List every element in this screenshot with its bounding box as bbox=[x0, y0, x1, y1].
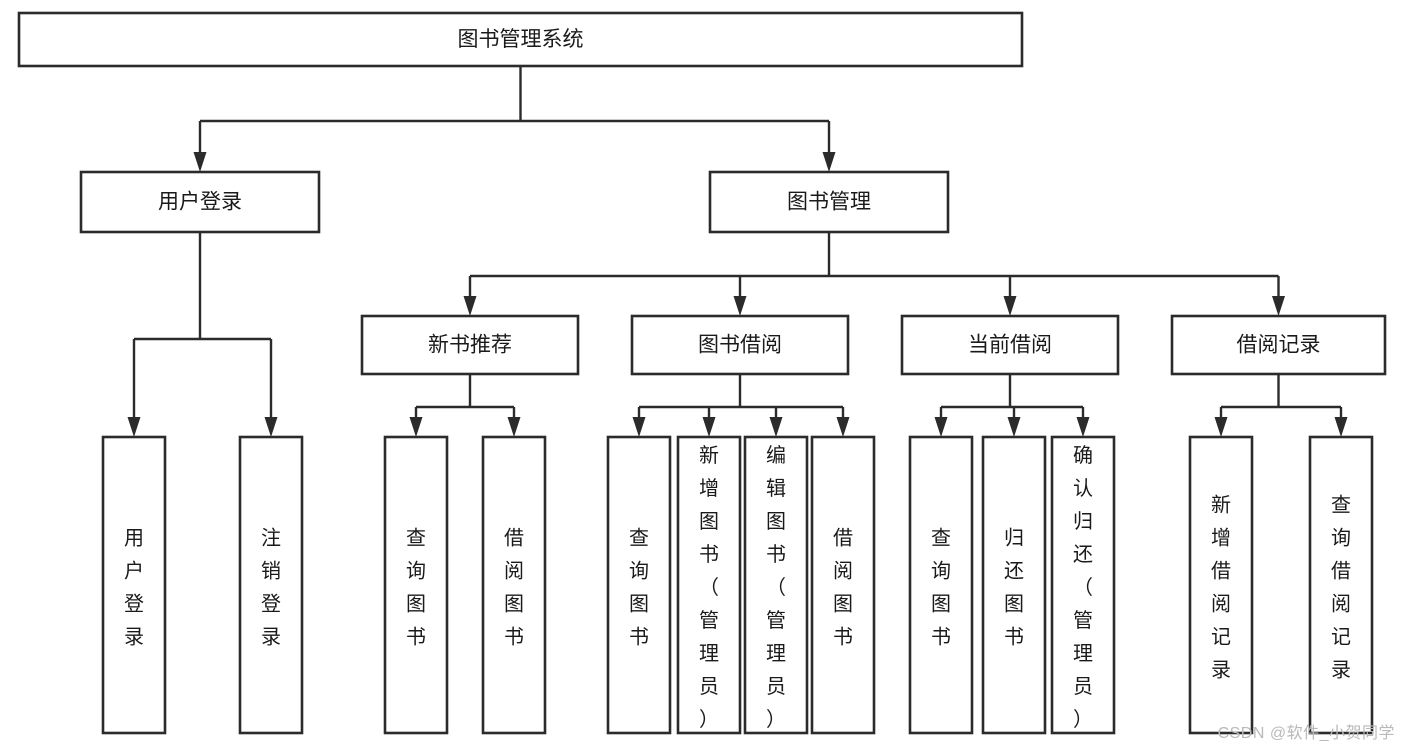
node-label: 查询借阅记录 bbox=[1331, 494, 1351, 682]
node-box[interactable] bbox=[101, 435, 167, 735]
arrow-head-icon bbox=[702, 417, 716, 437]
node-leaf-query-record[interactable]: 查询借阅记录 bbox=[1308, 435, 1374, 735]
node-leaf-return-book[interactable]: 归还图书 bbox=[981, 435, 1047, 735]
csdn-watermark: CSDN @软件_小贺同学 bbox=[1217, 725, 1395, 742]
arrow-head-icon bbox=[193, 152, 207, 172]
node-label: 查询图书 bbox=[629, 527, 649, 649]
node-box[interactable] bbox=[810, 435, 876, 735]
arrow-head-icon bbox=[769, 417, 783, 437]
node-current-borrow[interactable]: 当前借阅 bbox=[900, 314, 1120, 376]
node-box[interactable] bbox=[1188, 435, 1254, 735]
node-book-manage[interactable]: 图书管理 bbox=[708, 170, 950, 234]
node-box[interactable] bbox=[981, 435, 1047, 735]
node-label: 图书管理系统 bbox=[458, 28, 584, 51]
node-book-borrow[interactable]: 图书借阅 bbox=[630, 314, 850, 376]
arrow-head-icon bbox=[127, 417, 141, 437]
node-leaf-add-record[interactable]: 新增借阅记录 bbox=[1188, 435, 1254, 735]
node-box[interactable] bbox=[708, 170, 950, 234]
node-label: 确认归还（管理员） bbox=[1073, 444, 1093, 731]
node-label: 编辑图书（管理员） bbox=[766, 444, 786, 731]
nodes-layer: 图书管理系统用户登录图书管理新书推荐图书借阅当前借阅借阅记录用户登录注销登录查询… bbox=[17, 11, 1387, 735]
node-box[interactable] bbox=[1050, 435, 1116, 735]
arrow-head-icon bbox=[463, 296, 477, 316]
node-box[interactable] bbox=[481, 435, 547, 735]
node-label: 归还图书 bbox=[1004, 527, 1024, 649]
node-box[interactable] bbox=[383, 435, 449, 735]
node-label: 查询图书 bbox=[406, 527, 426, 649]
node-box[interactable] bbox=[17, 11, 1024, 68]
node-box[interactable] bbox=[630, 314, 850, 376]
arrow-head-icon bbox=[632, 417, 646, 437]
node-box[interactable] bbox=[908, 435, 974, 735]
node-label: 查询图书 bbox=[931, 527, 951, 649]
node-label: 图书借阅 bbox=[698, 334, 782, 357]
node-box[interactable] bbox=[1308, 435, 1374, 735]
node-leaf-add-book[interactable]: 新增图书（管理员） bbox=[676, 435, 742, 735]
node-box[interactable] bbox=[79, 170, 321, 234]
node-new-book-rec[interactable]: 新书推荐 bbox=[360, 314, 580, 376]
node-label: 借阅图书 bbox=[504, 527, 524, 649]
node-user-login[interactable]: 用户登录 bbox=[79, 170, 321, 234]
node-label: 借阅记录 bbox=[1237, 334, 1321, 357]
node-root[interactable]: 图书管理系统 bbox=[17, 11, 1024, 68]
arrow-head-icon bbox=[733, 296, 747, 316]
node-box[interactable] bbox=[1170, 314, 1387, 376]
arrow-head-icon bbox=[1214, 417, 1228, 437]
arrow-head-icon bbox=[1076, 417, 1090, 437]
node-box[interactable] bbox=[606, 435, 672, 735]
node-box[interactable] bbox=[360, 314, 580, 376]
arrow-head-icon bbox=[1007, 417, 1021, 437]
node-leaf-query-book-2[interactable]: 查询图书 bbox=[606, 435, 672, 735]
arrow-head-icon bbox=[1272, 296, 1285, 316]
arrow-head-icon bbox=[264, 417, 278, 437]
arrow-head-icon bbox=[507, 417, 521, 437]
node-label: 新增图书（管理员） bbox=[699, 444, 719, 731]
node-label: 当前借阅 bbox=[968, 334, 1052, 357]
node-label: 注销登录 bbox=[261, 527, 281, 649]
node-leaf-query-book-3[interactable]: 查询图书 bbox=[908, 435, 974, 735]
node-leaf-borrow-book-2[interactable]: 借阅图书 bbox=[810, 435, 876, 735]
arrow-head-icon bbox=[822, 152, 836, 172]
node-label: 图书管理 bbox=[787, 191, 871, 214]
arrow-head-icon bbox=[409, 417, 423, 437]
node-label: 借阅图书 bbox=[833, 527, 853, 649]
node-label: 用户登录 bbox=[124, 528, 144, 649]
node-box[interactable] bbox=[900, 314, 1120, 376]
arrow-head-icon bbox=[836, 417, 850, 437]
node-label: 新增借阅记录 bbox=[1211, 494, 1231, 682]
node-label: 新书推荐 bbox=[428, 334, 512, 357]
node-box[interactable] bbox=[743, 435, 809, 735]
node-leaf-logout[interactable]: 注销登录 bbox=[238, 435, 304, 735]
arrow-head-icon bbox=[1334, 417, 1348, 437]
node-leaf-user-login[interactable]: 用户登录 bbox=[101, 435, 167, 735]
arrow-head-icon bbox=[1003, 296, 1017, 316]
node-leaf-query-book-1[interactable]: 查询图书 bbox=[383, 435, 449, 735]
node-box[interactable] bbox=[676, 435, 742, 735]
node-leaf-confirm-return[interactable]: 确认归还（管理员） bbox=[1050, 435, 1116, 735]
node-box[interactable] bbox=[238, 435, 304, 735]
node-leaf-edit-book[interactable]: 编辑图书（管理员） bbox=[743, 435, 809, 735]
edges-layer bbox=[127, 66, 1348, 437]
arrow-head-icon bbox=[934, 417, 948, 437]
node-borrow-record[interactable]: 借阅记录 bbox=[1170, 314, 1387, 376]
node-label: 用户登录 bbox=[158, 191, 242, 214]
node-leaf-borrow-book-1[interactable]: 借阅图书 bbox=[481, 435, 547, 735]
